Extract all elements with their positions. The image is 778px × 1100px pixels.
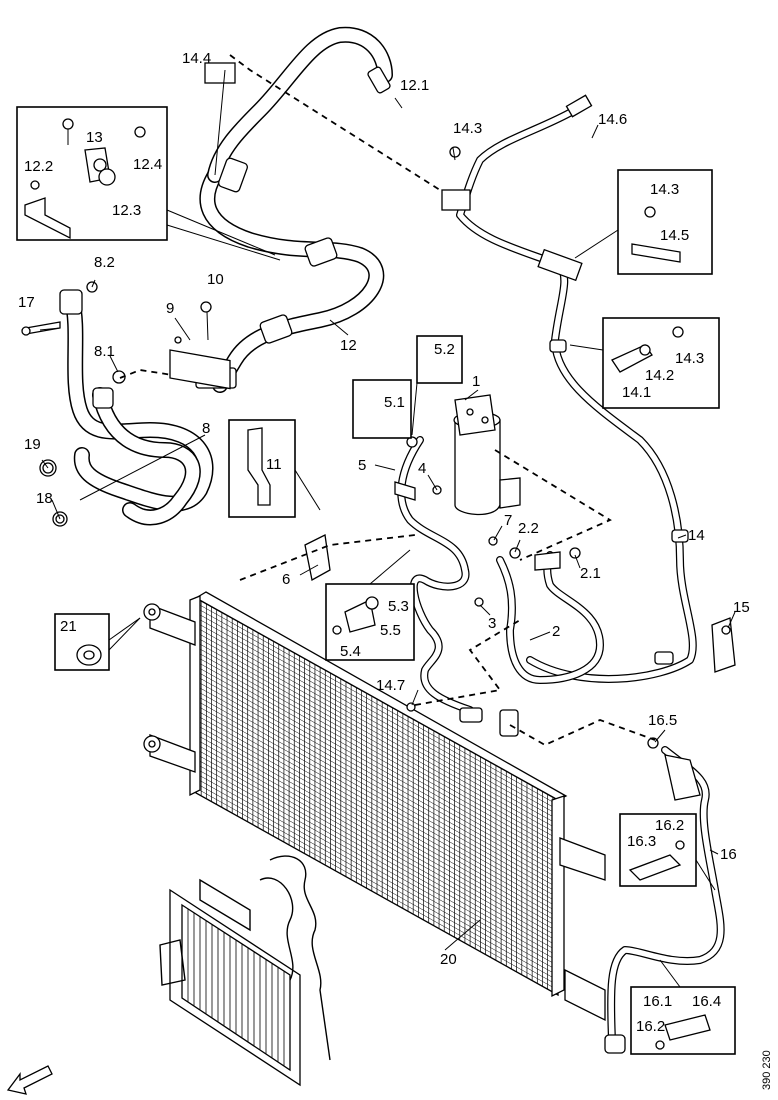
detail-box-21 [54, 613, 141, 671]
callout-21: 21 [60, 618, 77, 635]
condenser-fins [195, 600, 559, 993]
detail-box-14-3-14-5 [574, 169, 713, 275]
condenser-bracket-top-right [559, 837, 606, 881]
front-arrow-icon [6, 1065, 53, 1095]
figure-reference-number: 390 230 [761, 1050, 773, 1090]
flange-2-1 [534, 551, 561, 571]
callout-20: 20 [440, 951, 457, 968]
detail-box-5-1 [352, 379, 412, 439]
callout-3: 3 [488, 615, 496, 632]
callout-13: 13 [86, 129, 103, 146]
callout-2-1: 2.1 [580, 565, 601, 582]
detail-box-9-10 [169, 336, 231, 390]
pipe-5 [397, 436, 519, 737]
callout-18: 18 [36, 490, 53, 507]
callout-14-6: 14.6 [598, 111, 627, 128]
callout-8-2: 8.2 [94, 254, 115, 271]
callout-5-5: 5.5 [380, 622, 401, 639]
callout-16-1: 16.1 [643, 993, 672, 1010]
callout-16-2-lower: 16.2 [636, 1018, 665, 1035]
callout-8-1: 8.1 [94, 343, 115, 360]
callout-14-2: 14.2 [645, 367, 674, 384]
callout-5-1: 5.1 [384, 394, 405, 411]
pipe-2 [496, 551, 604, 684]
detail-box-16-1 [630, 959, 736, 1055]
callout-14-5: 14.5 [660, 227, 689, 244]
callout-7: 7 [504, 512, 512, 529]
assembly-dashed-lines [119, 54, 656, 747]
vehicle-cooling-module-overview [159, 855, 331, 1087]
detail-box-14-1-14-2 [569, 317, 720, 409]
callout-14-7: 14.7 [376, 677, 405, 694]
callout-5-4: 5.4 [340, 643, 361, 660]
condenser-core [143, 591, 606, 1022]
clip-14-4 [204, 62, 236, 84]
callout-12-4: 12.4 [133, 156, 162, 173]
detail-box-5-2 [411, 335, 463, 436]
receiver-drier [453, 394, 521, 516]
callout-16-2-upper: 16.2 [655, 817, 684, 834]
callout-6: 6 [282, 571, 290, 588]
detail-box-11 [228, 419, 321, 518]
callout-17: 17 [18, 294, 35, 311]
callout-labels: 1 2 2.1 2.2 3 4 5 5.1 5.2 5.3 5.4 5.5 6 … [18, 50, 750, 1035]
callout-12-2: 12.2 [24, 158, 53, 175]
clip-14-5-installed [537, 248, 583, 282]
hose-12 [195, 26, 393, 393]
callout-5: 5 [358, 457, 366, 474]
callout-2-2: 2.2 [518, 520, 539, 537]
callout-14-3-lower-box: 14.3 [675, 350, 704, 367]
condenser-bracket-bottom-right [564, 968, 606, 1022]
detail-box-12-2 [16, 106, 281, 261]
callout-1: 1 [472, 373, 480, 390]
callout-16: 16 [720, 846, 737, 863]
leader-lines [39, 69, 736, 951]
callout-15: 15 [733, 599, 750, 616]
callout-12: 12 [340, 337, 357, 354]
callout-8: 8 [202, 420, 210, 437]
callout-12-3: 12.3 [112, 202, 141, 219]
callout-16-3: 16.3 [627, 833, 656, 850]
bracket-16 [664, 754, 701, 801]
callout-14-3-upper: 14.3 [453, 120, 482, 137]
callout-4: 4 [418, 460, 426, 477]
callout-10: 10 [207, 271, 224, 288]
callout-11: 11 [266, 456, 282, 473]
callout-14-4: 14.4 [182, 50, 211, 67]
callout-14: 14 [688, 527, 705, 544]
callout-12-1: 12.1 [400, 77, 429, 94]
bracket-6 [304, 534, 331, 582]
pressure-switch-5 [394, 481, 416, 501]
seal-5-2-fitted [406, 436, 418, 448]
callout-14-1: 14.1 [622, 384, 651, 401]
callout-5-3: 5.3 [388, 598, 409, 615]
callout-2: 2 [552, 623, 560, 640]
clip-14-3-upper [441, 189, 471, 211]
pipe-14 [456, 94, 697, 683]
callout-16-5: 16.5 [648, 712, 677, 729]
callout-19: 19 [24, 436, 41, 453]
bolts-and-nuts [21, 146, 731, 749]
detail-box-16-3 [619, 813, 716, 891]
callout-14-3-box: 14.3 [650, 181, 679, 198]
hose-8 [59, 289, 214, 526]
detail-box-5-3 [325, 549, 415, 661]
callout-5-2: 5.2 [434, 341, 455, 358]
callout-9: 9 [166, 300, 174, 317]
pipe-16 [604, 746, 725, 1054]
callout-16-4: 16.4 [692, 993, 721, 1010]
